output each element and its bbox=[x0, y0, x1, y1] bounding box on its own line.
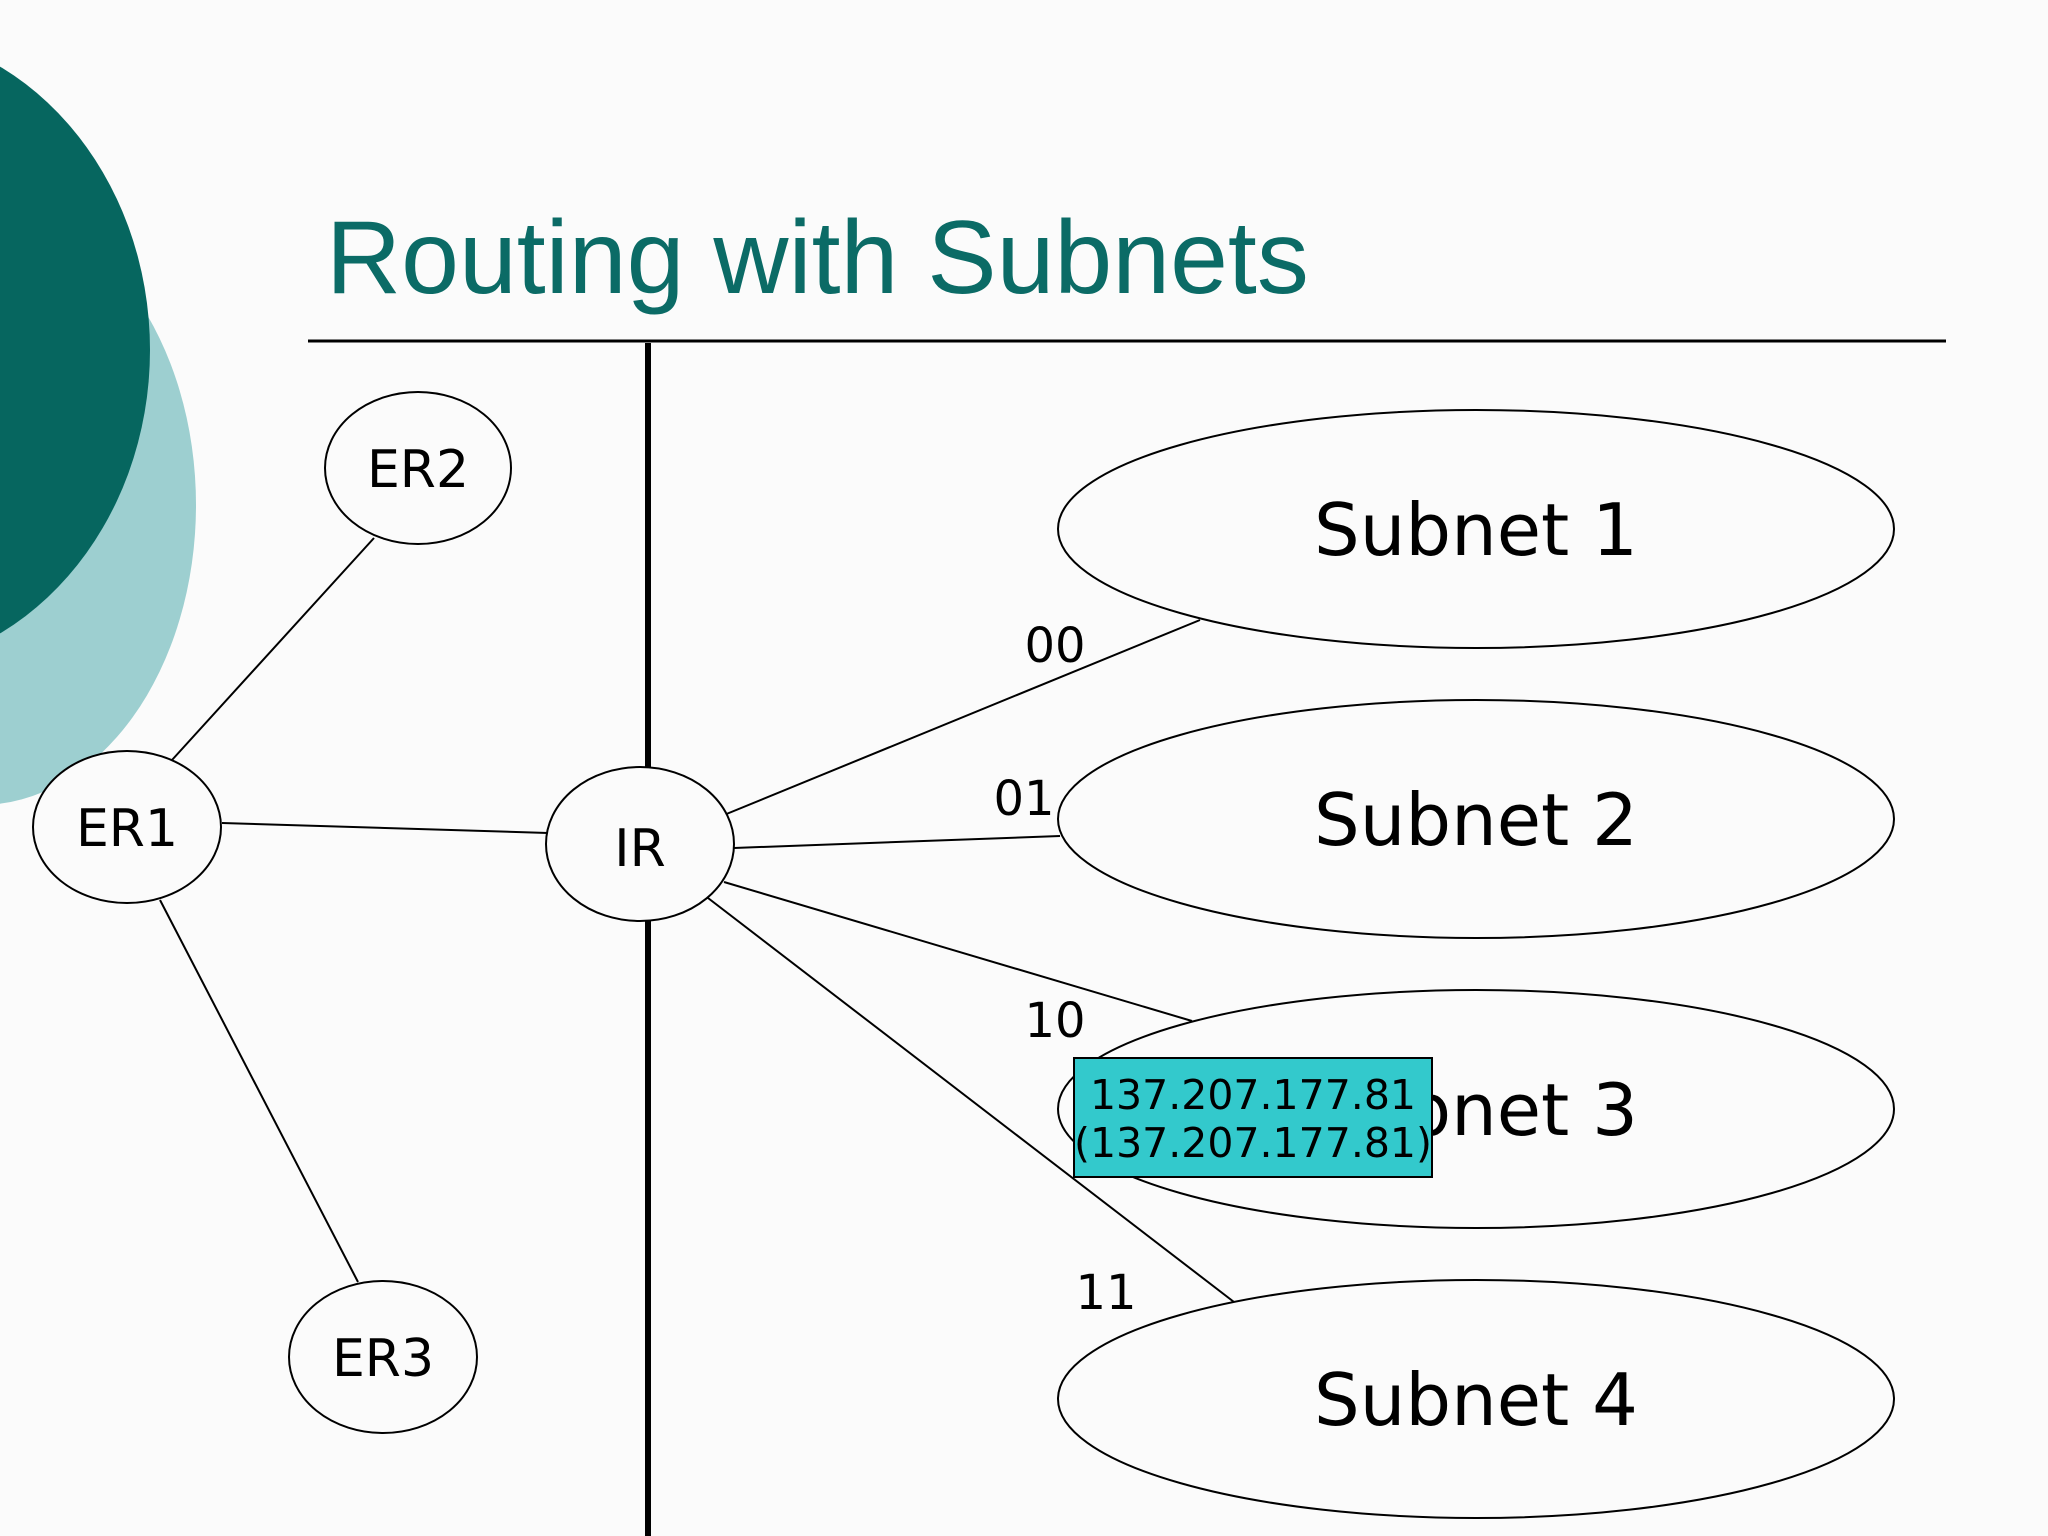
node-er1-shape bbox=[32, 750, 222, 904]
link-er1-er3 bbox=[159, 899, 359, 1283]
link-er1-ir bbox=[221, 822, 549, 834]
subnet-4-label: Subnet 4 bbox=[1314, 1358, 1638, 1442]
decor-dark-circle bbox=[0, 66, 150, 634]
decorative-circles bbox=[0, 66, 196, 804]
address-tag-line2: (137.207.177.81) bbox=[1074, 1119, 1432, 1167]
address-tag-box bbox=[1073, 1057, 1433, 1178]
subnet-4: Subnet 4 bbox=[1057, 1279, 1895, 1519]
node-er3-shape bbox=[288, 1280, 478, 1434]
slide-title: Routing with Subnets bbox=[326, 200, 1309, 316]
subnet-2-shape bbox=[1057, 699, 1895, 939]
subnet-1: Subnet 1 bbox=[1057, 409, 1895, 649]
address-tag-line1: 137.207.177.81 bbox=[1090, 1071, 1416, 1119]
node-ir-shape bbox=[545, 766, 735, 922]
node-er3-label: ER3 bbox=[332, 1329, 434, 1389]
subnet-1-shape bbox=[1057, 409, 1895, 649]
link-er1-er2 bbox=[171, 537, 375, 761]
node-er1-label: ER1 bbox=[76, 799, 178, 859]
subnet-2: Subnet 2 bbox=[1057, 699, 1895, 939]
subnet-1-label: Subnet 1 bbox=[1314, 488, 1638, 572]
address-tag: 137.207.177.81 (137.207.177.81) bbox=[1073, 1057, 1433, 1178]
link-ir-subnet1 bbox=[723, 619, 1201, 816]
subnet-4-shape bbox=[1057, 1279, 1895, 1519]
node-er2-shape bbox=[324, 391, 512, 545]
link-ir-subnet2 bbox=[733, 835, 1061, 849]
edge-label-11: 11 bbox=[1075, 1265, 1136, 1321]
link-ir-subnet4 bbox=[707, 897, 1235, 1303]
node-er2-label: ER2 bbox=[367, 440, 469, 500]
edge-label-01: 01 bbox=[993, 771, 1054, 827]
node-er2: ER2 bbox=[324, 391, 512, 545]
node-ir: IR bbox=[545, 766, 735, 922]
node-er1: ER1 bbox=[32, 750, 222, 904]
node-er3: ER3 bbox=[288, 1280, 478, 1434]
edge-label-00: 00 bbox=[1024, 618, 1085, 674]
edge-label-10: 10 bbox=[1024, 993, 1085, 1049]
link-ir-subnet3 bbox=[723, 881, 1193, 1022]
node-ir-label: IR bbox=[614, 819, 665, 879]
subnet-2-label: Subnet 2 bbox=[1314, 778, 1638, 862]
connections bbox=[159, 537, 1235, 1303]
